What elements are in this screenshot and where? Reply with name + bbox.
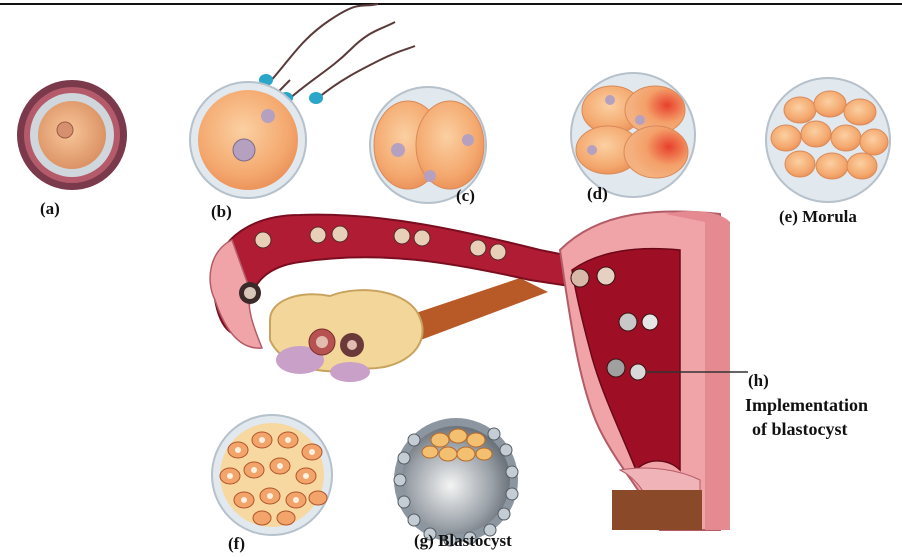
label-a: (a) (40, 200, 60, 219)
fertilized-egg (190, 82, 306, 198)
label-b: (b) (211, 203, 232, 222)
label-h-of-blastocyst: of blastocyst (752, 420, 848, 440)
label-e: (e) Morula (779, 208, 857, 227)
label-d: (d) (587, 185, 608, 204)
blastocyst (394, 418, 518, 546)
label-h-implementation: Implementation (745, 396, 868, 416)
ovary (239, 282, 423, 382)
label-f: (f) (228, 535, 245, 554)
inner-cell-stage (212, 415, 332, 535)
label-g: (g) Blastocyst (414, 532, 512, 551)
vaginal-canal (612, 490, 702, 530)
label-h: (h) (748, 372, 769, 391)
morula (766, 78, 890, 202)
label-c: (c) (456, 187, 475, 206)
four-cell-stage (571, 73, 695, 197)
ovum-corona-radiata (17, 80, 127, 190)
